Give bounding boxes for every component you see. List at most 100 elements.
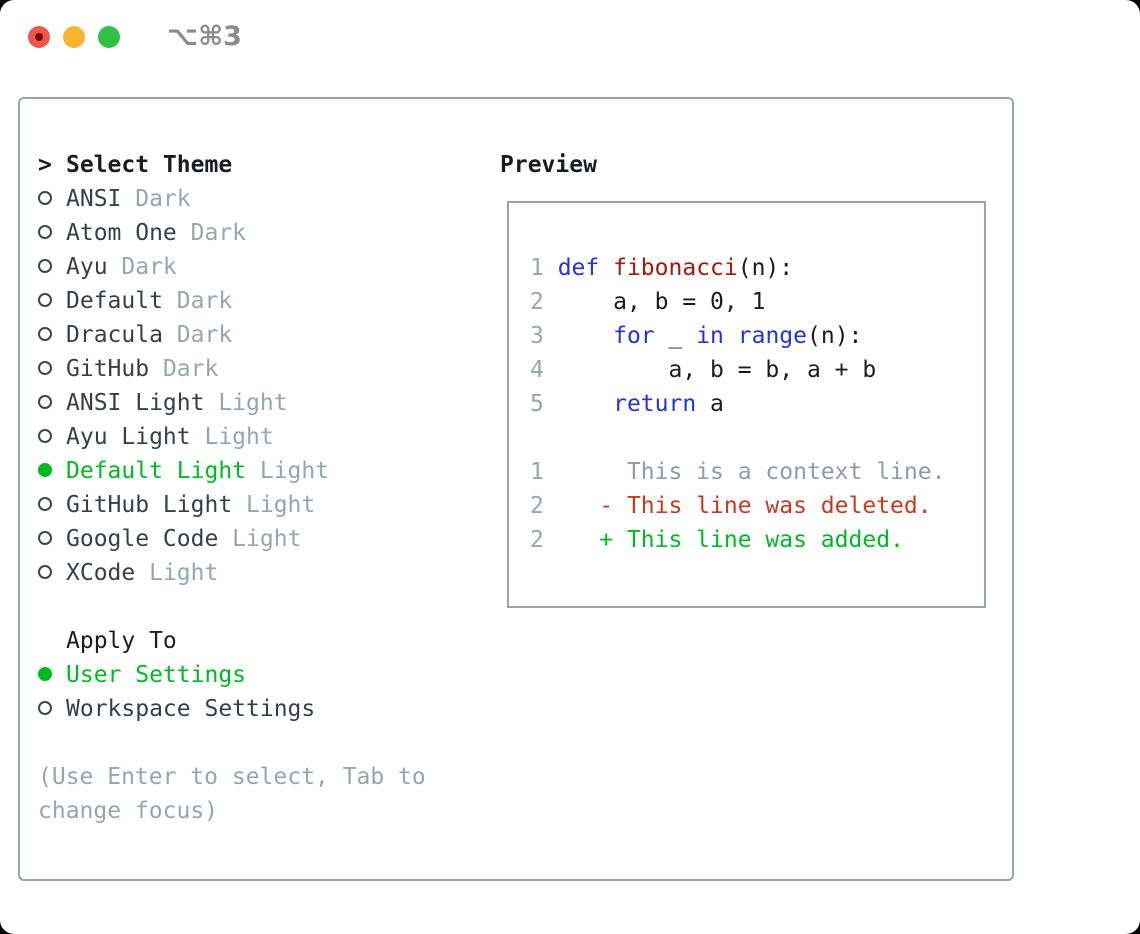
diff-line-added: 2 + This line was added. [530, 523, 984, 557]
theme-name: ANSI [66, 186, 122, 212]
theme-variant-badge: Dark [162, 288, 233, 314]
theme-name: Google Code [66, 526, 219, 552]
radio-cell [38, 250, 66, 284]
line-number: 2 [530, 289, 558, 315]
diff-text: - This line was deleted. [557, 493, 932, 519]
theme-name: Dracula [66, 322, 163, 348]
theme-option-atom-one[interactable]: Atom One Dark [38, 216, 426, 250]
keyboard-hint: (Use Enter to select, Tab to change focu… [38, 760, 426, 828]
preview-heading: Preview [500, 152, 597, 178]
code-token [558, 323, 613, 349]
maximize-button[interactable] [98, 26, 120, 48]
line-number: 3 [530, 323, 558, 349]
theme-option-dracula[interactable]: Dracula Dark [38, 318, 426, 352]
radio-icon [38, 496, 52, 511]
theme-option-default[interactable]: Default Dark [38, 284, 426, 318]
radio-icon [38, 564, 52, 579]
theme-option-github[interactable]: GitHub Dark [38, 352, 426, 386]
radio-cell [38, 216, 66, 250]
radio-cell [38, 182, 66, 216]
line-number: 5 [530, 391, 558, 417]
radio-icon [38, 394, 52, 409]
code-line: 2 a, b = 0, 1 [530, 285, 984, 319]
code-token: _ [654, 323, 697, 349]
theme-variant-badge: Light [232, 492, 316, 518]
theme-name: Default [66, 288, 163, 314]
theme-name: Ayu [66, 254, 108, 280]
radio-cell [38, 658, 66, 692]
theme-name: ANSI Light [66, 390, 205, 416]
radio-cell [38, 522, 66, 556]
theme-variant-badge: Dark [149, 356, 219, 382]
apply-option-workspace-settings[interactable]: Workspace Settings [38, 692, 426, 726]
radio-cell [38, 420, 66, 454]
close-button[interactable] [28, 26, 50, 48]
radio-icon [38, 428, 52, 443]
code-token: fibonacci [613, 255, 738, 281]
select-theme-heading: > Select Theme [38, 148, 426, 182]
radio-cell [38, 692, 66, 726]
code-token: def [557, 255, 600, 281]
theme-option-github-light[interactable]: GitHub Light Light [38, 488, 426, 522]
code-token: a [696, 391, 724, 417]
code-line: 4 a, b = b, a + b [530, 353, 984, 387]
radio-cell [38, 488, 66, 522]
close-dot-icon [35, 33, 43, 41]
select-theme-title: Select Theme [66, 152, 233, 178]
diff-text: This is a context line. [557, 459, 946, 485]
theme-option-xcode[interactable]: XCode Light [38, 556, 426, 590]
radio-cell [38, 352, 66, 386]
radio-selected-icon [38, 462, 52, 477]
radio-icon [38, 190, 52, 205]
apply-option-user-settings[interactable]: User Settings [38, 658, 426, 692]
theme-name: Default Light [66, 458, 247, 484]
radio-cell [38, 318, 66, 352]
prompt-chevron-icon: > [38, 152, 52, 178]
line-number: 2 [530, 527, 558, 553]
radio-cell [38, 556, 66, 590]
radio-icon [38, 292, 52, 307]
apply-to-heading: Apply To [38, 624, 426, 658]
theme-option-ansi[interactable]: ANSI Dark [38, 182, 426, 216]
theme-variant-badge: Dark [176, 220, 247, 246]
theme-option-google-code[interactable]: Google Code Light [38, 522, 426, 556]
apply-option-label: User Settings [66, 662, 247, 688]
code-line: 3 for _ in range(n): [530, 319, 984, 353]
theme-option-ayu-light[interactable]: Ayu Light Light [38, 420, 426, 454]
hint-line: (Use Enter to select, Tab to [38, 764, 426, 790]
traffic-lights [28, 26, 120, 48]
theme-variant-badge: Light [246, 458, 330, 484]
theme-name: GitHub Light [66, 492, 233, 518]
code-token: in [696, 323, 724, 349]
theme-name: XCode [66, 560, 136, 586]
code-token: (n): [807, 323, 863, 349]
code-line: 1 def fibonacci(n): [530, 251, 984, 285]
radio-selected-icon [38, 666, 52, 681]
radio-icon [38, 326, 52, 341]
code-token: a, b = 0, 1 [557, 289, 766, 315]
theme-option-default-light[interactable]: Default Light Light [38, 454, 426, 488]
theme-option-ansi-light[interactable]: ANSI Light Light [38, 386, 426, 420]
hint-line: change focus) [38, 798, 219, 824]
window-title: ⌥⌘3 [167, 21, 242, 52]
theme-option-ayu[interactable]: Ayu Dark [38, 250, 426, 284]
code-token [558, 391, 613, 417]
theme-variant-badge: Light [190, 424, 274, 450]
theme-variant-badge: Light [204, 390, 288, 416]
code-token [599, 255, 613, 281]
code-token [724, 323, 738, 349]
theme-variant-badge: Dark [162, 322, 233, 348]
diff-line-deleted: 2 - This line was deleted. [530, 489, 984, 523]
line-number: 1 [530, 459, 558, 485]
apply-to-title: Apply To [66, 628, 177, 654]
line-number: 4 [530, 357, 558, 383]
minimize-button[interactable] [63, 26, 85, 48]
radio-icon [38, 258, 52, 273]
radio-cell [38, 386, 66, 420]
radio-icon [38, 360, 52, 375]
